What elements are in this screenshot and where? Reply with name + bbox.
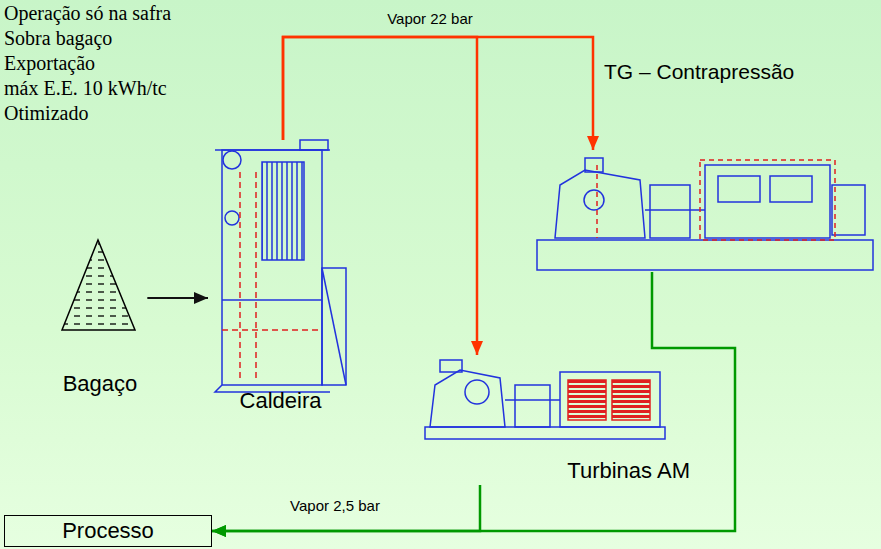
turbogenerator-drawing-part [700, 160, 835, 240]
mill-turbine-node: Turbinas AM [420, 355, 700, 485]
fuel-arrow [147, 297, 208, 299]
turbogenerator-drawing-part [555, 170, 645, 238]
bullet-note: Otimizado [4, 102, 88, 125]
process-box: Processo [4, 515, 212, 547]
boiler-drawing-part [225, 211, 239, 225]
turbogenerator-drawing-part [770, 176, 812, 202]
bagasse-pile-part [62, 240, 135, 330]
mill-turbine-drawing-part [612, 380, 650, 420]
boiler-drawing-part [322, 268, 346, 385]
boiler-drawing-part [300, 140, 328, 150]
turbogenerator-drawing-part [584, 190, 604, 210]
steam-line [283, 37, 477, 355]
bagasse-pile [62, 240, 135, 330]
turbogenerator-node: TG – Contrapressão [535, 150, 875, 272]
mill-turbine-drawing-part [425, 427, 665, 439]
turbogenerator-drawing-part [537, 240, 873, 270]
bullet-note: Operação só na safra [4, 2, 171, 25]
mill-turbine-drawing-part [515, 385, 550, 427]
turbogenerator-drawing-part [650, 185, 690, 238]
turbogenerator-drawing-part [596, 165, 598, 238]
turbogenerator-drawing-part [705, 165, 830, 238]
node-label: Caldeira [240, 388, 322, 413]
turbogenerator-drawing [537, 158, 873, 270]
mill-turbine-drawing-part [505, 399, 560, 401]
steam-line [212, 272, 735, 531]
boiler-drawing-part [222, 299, 322, 301]
bullet-note: máx E.E. 10 kWh/tc [4, 77, 167, 100]
node-label: Bagaço [63, 371, 138, 396]
mill-turbine-drawing-part [430, 370, 505, 427]
null-part-part [255, 172, 257, 380]
node-heading: TG – Contrapressão [604, 60, 794, 84]
bullet-note: Exportação [4, 52, 95, 75]
turbogenerator-drawing-part [718, 176, 760, 202]
steam-line [283, 37, 593, 150]
boiler-drawing-part [262, 162, 304, 260]
mill-turbine-drawing-part [465, 380, 489, 404]
boiler-drawing-part [322, 268, 346, 385]
turbogenerator-drawing-part [645, 209, 705, 211]
mill-turbine-drawing-part [560, 372, 660, 427]
edge-label: Vapor 22 bar [387, 10, 473, 27]
steam-line [212, 485, 480, 531]
boiler-drawing-part [222, 150, 322, 385]
edge-label: Vapor 2,5 bar [290, 497, 380, 514]
turbogenerator-drawing-part [832, 185, 865, 235]
mill-turbine-drawing-part [568, 380, 606, 420]
boiler-drawing-part [223, 151, 241, 169]
mill-turbine-drawing [425, 360, 665, 439]
bullet-note: Sobra bagaço [4, 27, 112, 50]
bagasse-node: Bagaço [55, 238, 146, 398]
null-part-part [239, 172, 241, 380]
null-part [222, 172, 322, 380]
null-part-part [222, 329, 322, 331]
turbogenerator-drawing-part [585, 158, 603, 172]
boiler-node: Caldeira [208, 140, 353, 415]
node-label: Turbinas AM [567, 458, 690, 483]
mill-turbine-drawing-part [440, 360, 462, 372]
boiler-drawing [215, 140, 346, 392]
node-label: Processo [62, 518, 154, 543]
